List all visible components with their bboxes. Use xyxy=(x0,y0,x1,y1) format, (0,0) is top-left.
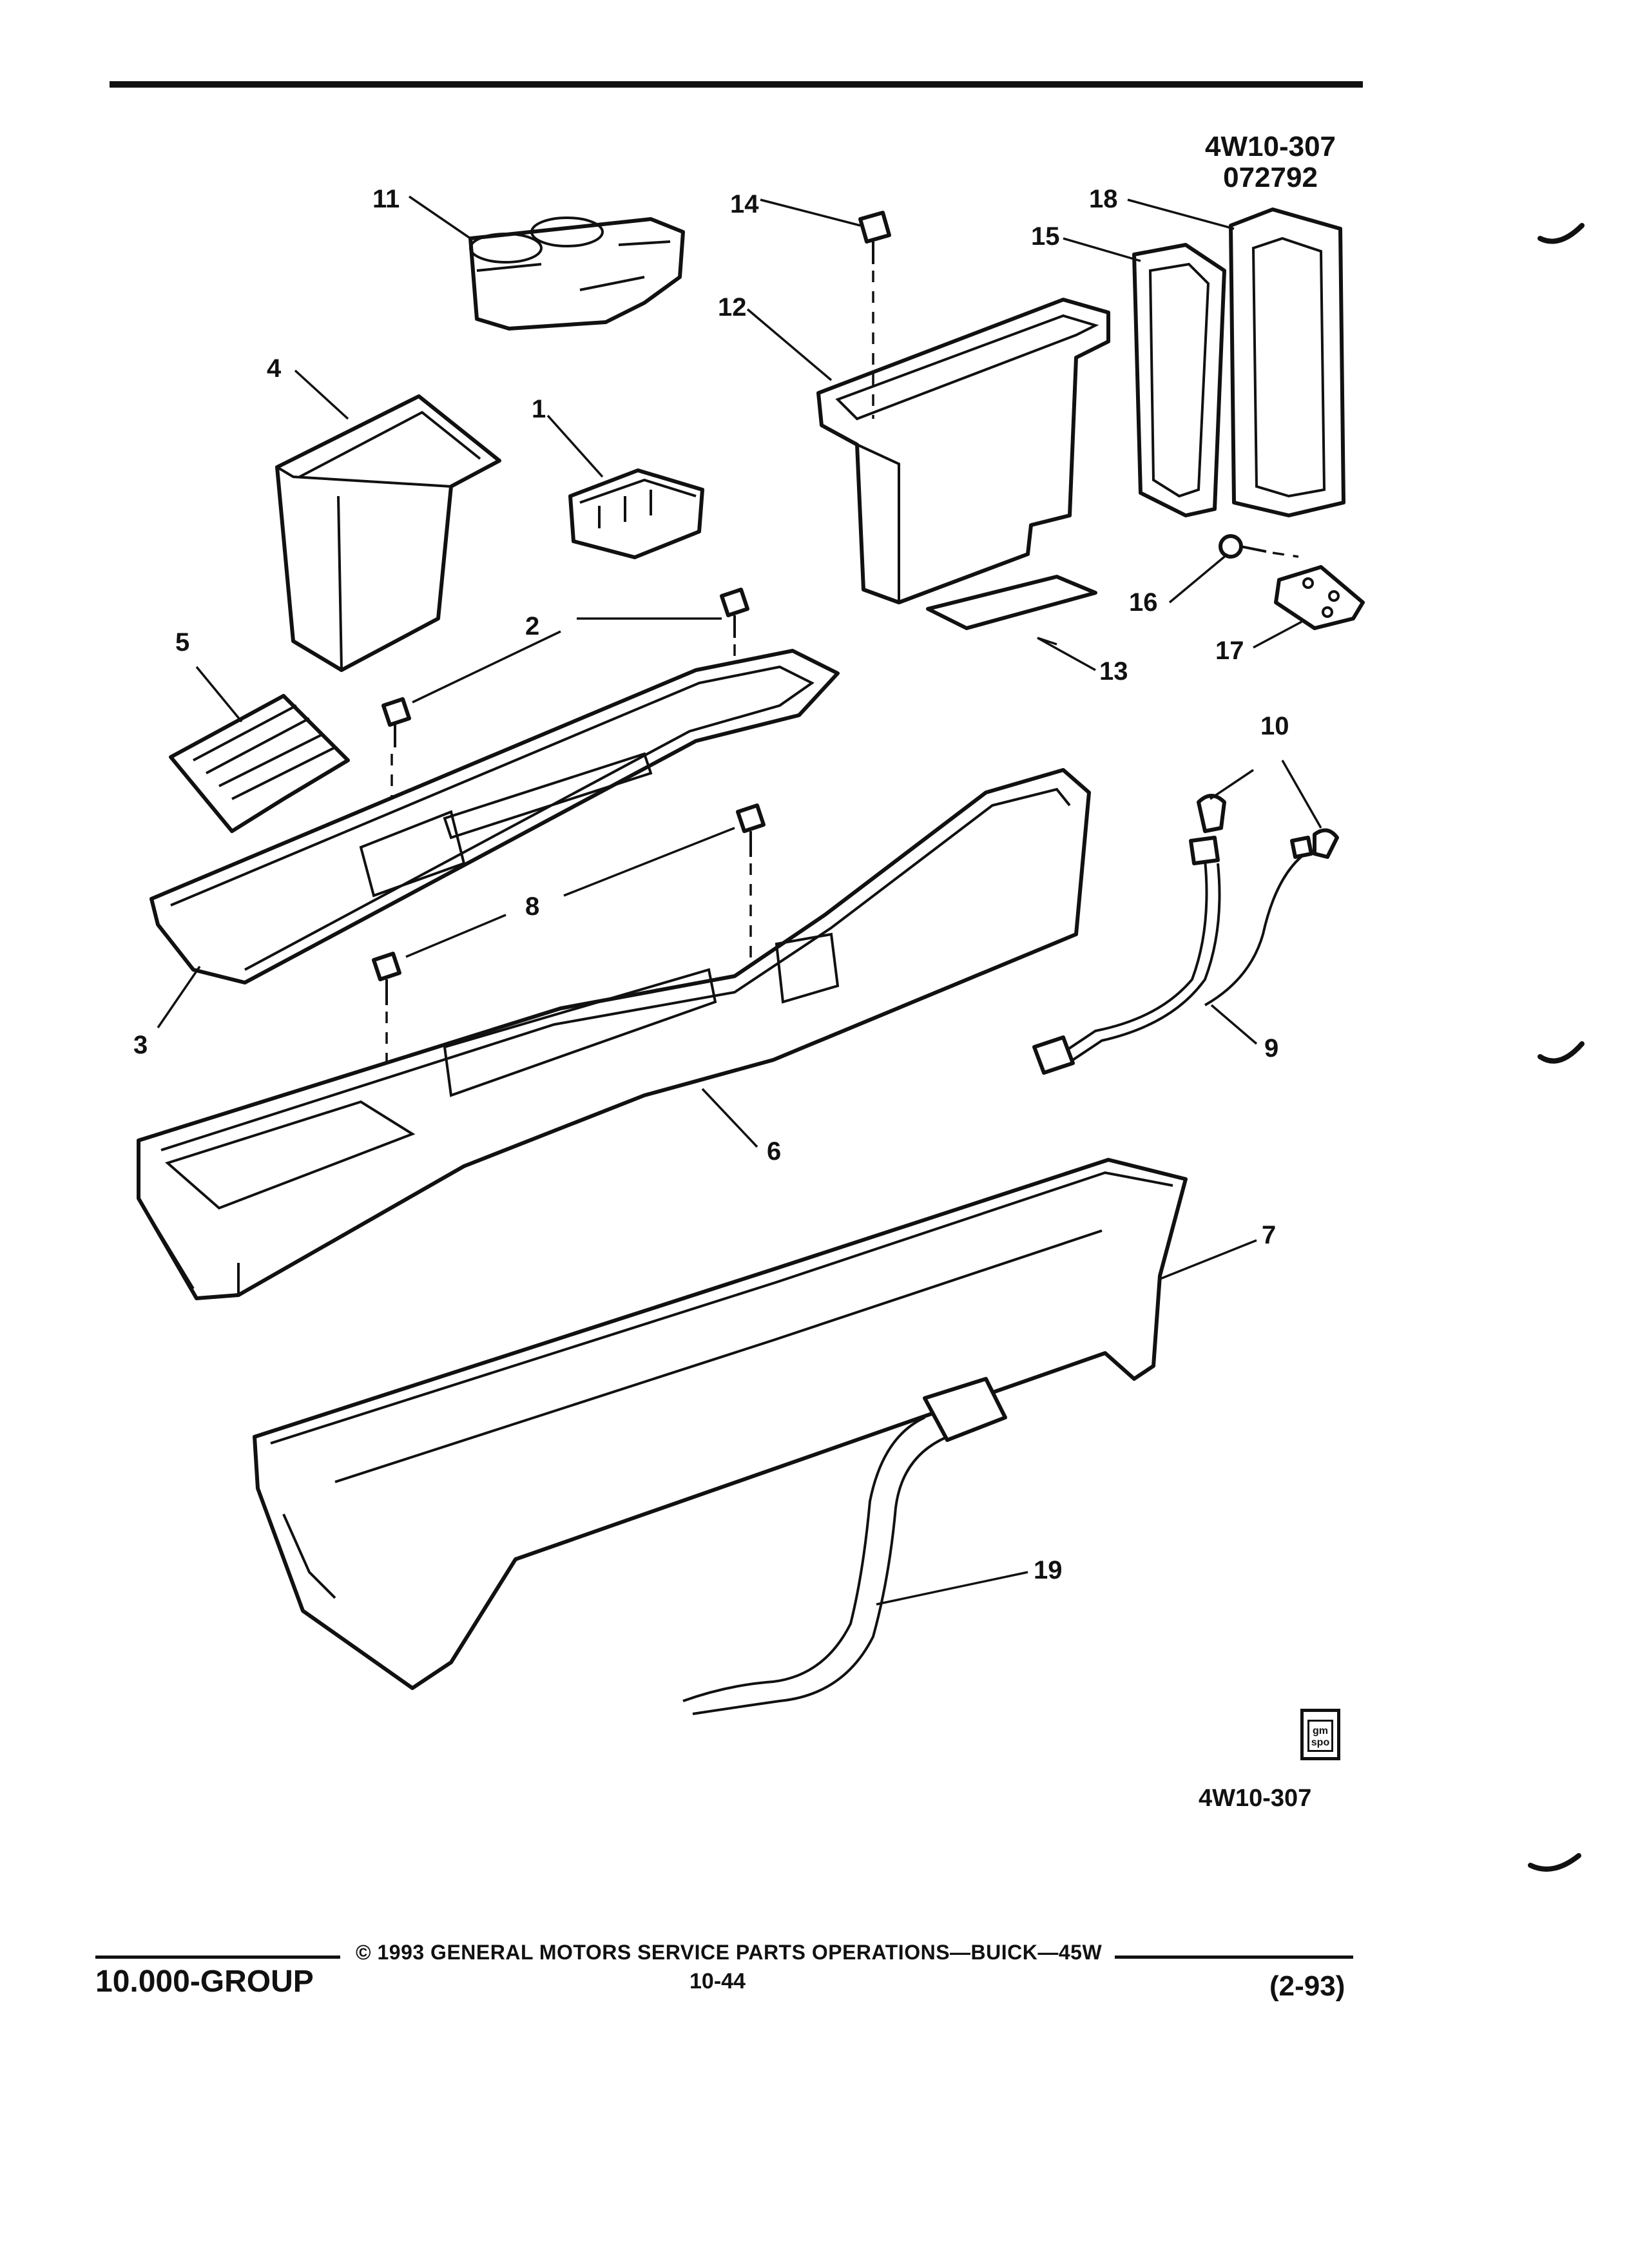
callout-11: 11 xyxy=(372,185,400,213)
top-rule xyxy=(110,81,1363,88)
badge-figure-code: 4W10-307 xyxy=(1199,1785,1312,1812)
callout-10: 10 xyxy=(1260,712,1289,740)
part-5-lid xyxy=(169,694,350,833)
part-6-console-base xyxy=(137,768,1091,1300)
part-13-pad xyxy=(926,575,1097,630)
footer-page-number: 10-44 xyxy=(689,1969,746,1994)
gm-spo-logo: gm spo xyxy=(1300,1709,1340,1760)
figure-code: 4W10-307 xyxy=(1205,131,1336,162)
callout-6: 6 xyxy=(767,1137,781,1166)
callout-3: 3 xyxy=(133,1031,148,1059)
footer-rule-right xyxy=(1115,1956,1353,1959)
margin-marks xyxy=(1528,223,1585,1872)
part-9-wire-harness xyxy=(1032,836,1313,1075)
footer-group: 10.000-GROUP xyxy=(95,1965,314,1999)
figure-code-block: 4W10-307 072792 xyxy=(1205,131,1336,193)
callout-13: 13 xyxy=(1099,657,1128,686)
footer-copyright: © 1993 GENERAL MOTORS SERVICE PARTS OPER… xyxy=(356,1941,1103,1964)
logo-text-gm: gm xyxy=(1313,1725,1328,1736)
callout-14: 14 xyxy=(730,190,759,218)
footer-rule-left xyxy=(95,1956,340,1959)
callout-12: 12 xyxy=(718,293,747,322)
callout-9: 9 xyxy=(1264,1034,1278,1062)
callout-2: 2 xyxy=(525,612,539,640)
logo-text-spo: spo xyxy=(1311,1737,1330,1748)
part-3-trim-plate xyxy=(149,649,840,985)
callout-8: 8 xyxy=(525,892,539,921)
part-19-harness xyxy=(682,1377,1007,1715)
callout-18: 18 xyxy=(1089,185,1118,213)
part-14-screw xyxy=(858,211,891,264)
callout-7: 7 xyxy=(1262,1221,1276,1249)
part-17-hinge xyxy=(1274,565,1365,630)
part-10-bulbs xyxy=(1197,794,1339,859)
part-15-door xyxy=(1132,243,1226,517)
part-1-insert xyxy=(568,468,704,559)
callout-1: 1 xyxy=(532,395,546,423)
callout-17: 17 xyxy=(1215,637,1244,665)
leader-lines xyxy=(157,195,1322,1606)
callout-15: 15 xyxy=(1031,222,1060,251)
part-16-screw xyxy=(1219,534,1299,559)
callout-16: 16 xyxy=(1129,588,1158,617)
part-18-frame xyxy=(1229,207,1345,517)
part-4-storage-bin xyxy=(275,394,501,672)
part-7-console-lower xyxy=(253,1158,1188,1690)
callout-5: 5 xyxy=(175,628,189,657)
callout-4: 4 xyxy=(267,354,282,383)
callout-19: 19 xyxy=(1034,1556,1063,1584)
callout-labels: 11 4 1 14 12 15 18 16 17 13 2 5 3 8 6 10… xyxy=(133,185,1289,1584)
part-11-cup-holder xyxy=(468,216,685,331)
gm-spo-logo-inner: gm spo xyxy=(1307,1720,1333,1752)
figure-date: 072792 xyxy=(1223,162,1318,193)
footer-revision: (2-93) xyxy=(1269,1970,1345,2002)
part-12-compartment xyxy=(816,298,1110,604)
part-8-screws xyxy=(372,803,766,1095)
